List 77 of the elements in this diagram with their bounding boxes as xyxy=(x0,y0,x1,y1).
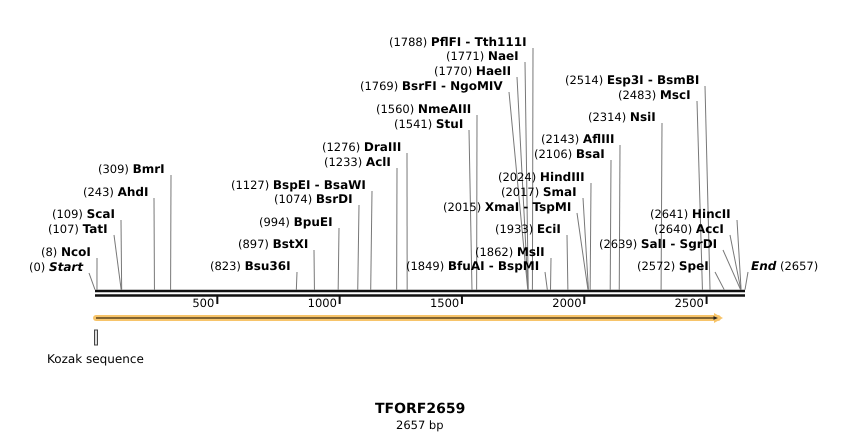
leader-line xyxy=(406,152,408,290)
leader-line xyxy=(508,92,528,290)
enzyme-site-label: (2640) AccI xyxy=(654,222,724,236)
enzyme-site-label: (2024) HindIII xyxy=(498,170,585,184)
leader-line xyxy=(736,220,742,290)
enzyme-site-label: (243) AhdI xyxy=(83,185,148,199)
enzyme-site-label: (1276) DraIII xyxy=(322,140,402,154)
enzyme-site-label: (994) BpuEI xyxy=(259,215,333,229)
enzyme-site-label: (109) ScaI xyxy=(52,207,115,221)
enzyme-site-label: (1849) BfuAI - BspMI xyxy=(406,259,540,273)
enzyme-site-label: (2314) NsiI xyxy=(588,110,656,124)
leader-line xyxy=(114,234,122,290)
leader-line xyxy=(476,114,478,290)
enzyme-site-label: (2572) SpeI xyxy=(637,259,709,273)
sequence-length: 2657 bp xyxy=(396,418,444,432)
enzyme-site-label: (1771) NaeI xyxy=(446,49,519,63)
leader-line xyxy=(730,234,742,290)
enzyme-site-label: (2483) MscI xyxy=(618,88,691,102)
leader-line xyxy=(714,272,725,290)
enzyme-site-label: (1560) NmeAIII xyxy=(376,102,472,116)
leader-line xyxy=(370,190,372,290)
enzyme-site-label: (2641) HincII xyxy=(650,207,731,221)
enzyme-site-label: (1233) AclI xyxy=(324,155,391,169)
enzyme-site-label: (2015) XmaI - TspMI xyxy=(443,200,572,214)
enzyme-site-label: (1769) BsrFI - NgoMIV xyxy=(360,79,503,93)
enzyme-site-label: (309) BmrI xyxy=(98,162,165,176)
leader-line xyxy=(590,182,592,290)
leader-line xyxy=(314,250,315,290)
enzyme-site-label: (823) Bsu36I xyxy=(210,259,291,273)
leader-line xyxy=(618,144,620,290)
scale-number: 1000 xyxy=(308,296,337,310)
enzyme-site-label: End (2657) xyxy=(751,259,818,273)
enzyme-site-label: (2143) AflIII xyxy=(541,132,614,146)
enzyme-site-label: (1862) MslI xyxy=(475,245,545,259)
enzyme-site-label: (1127) BspEI - BsaWI xyxy=(231,178,366,192)
scale-number: 1500 xyxy=(430,296,460,310)
leader-line xyxy=(576,212,588,290)
map-title: TFORF2659 xyxy=(375,402,466,416)
leader-line xyxy=(396,168,398,290)
leader-line xyxy=(357,204,360,290)
leader-line xyxy=(154,198,155,290)
leader-line xyxy=(296,272,298,290)
enzyme-site-label: (2639) SalI - SgrDI xyxy=(599,237,718,251)
enzyme-site-label: (1933) EciI xyxy=(495,222,561,236)
enzyme-site-label: (2514) Esp3I - BsmBI xyxy=(565,73,700,87)
leader-line xyxy=(468,130,472,290)
leader-line xyxy=(338,228,340,290)
leader-line xyxy=(696,100,703,290)
enzyme-site-label: (1541) StuI xyxy=(394,117,464,131)
leader-line xyxy=(120,220,122,290)
leader-line xyxy=(660,122,662,290)
enzyme-site-label: (1074) BsrDI xyxy=(274,192,353,206)
scale-number: 2500 xyxy=(674,296,704,310)
leader-line xyxy=(744,272,748,290)
leader-line xyxy=(96,258,98,290)
scale-number: 500 xyxy=(192,296,214,310)
leader-line xyxy=(88,272,96,290)
leader-line xyxy=(722,250,742,290)
leader-line xyxy=(566,234,568,290)
enzyme-site-label: (897) BstXI xyxy=(238,237,308,251)
leader-line xyxy=(582,198,589,290)
leader-line xyxy=(544,272,548,290)
enzyme-site-label: (2017) SmaI xyxy=(501,185,577,199)
enzyme-site-label: (2106) BsaI xyxy=(534,147,605,161)
sequence-backbone xyxy=(95,290,745,297)
feature-label: Kozak sequence xyxy=(47,352,144,366)
leader-line xyxy=(704,86,711,290)
leader-line xyxy=(170,174,172,290)
enzyme-site-label: (8) NcoI xyxy=(41,245,91,259)
enzyme-site-label: (1770) HaeII xyxy=(434,64,512,78)
enzyme-site-label: (1788) PflFI - Tth111I xyxy=(389,35,527,49)
scale-number: 2000 xyxy=(552,296,582,310)
enzyme-site-label: (0) Start xyxy=(29,260,84,274)
enzyme-site-label: (107) TatI xyxy=(48,222,108,236)
leader-line xyxy=(610,160,612,290)
leader-line xyxy=(550,258,552,290)
leader-line xyxy=(532,48,534,290)
